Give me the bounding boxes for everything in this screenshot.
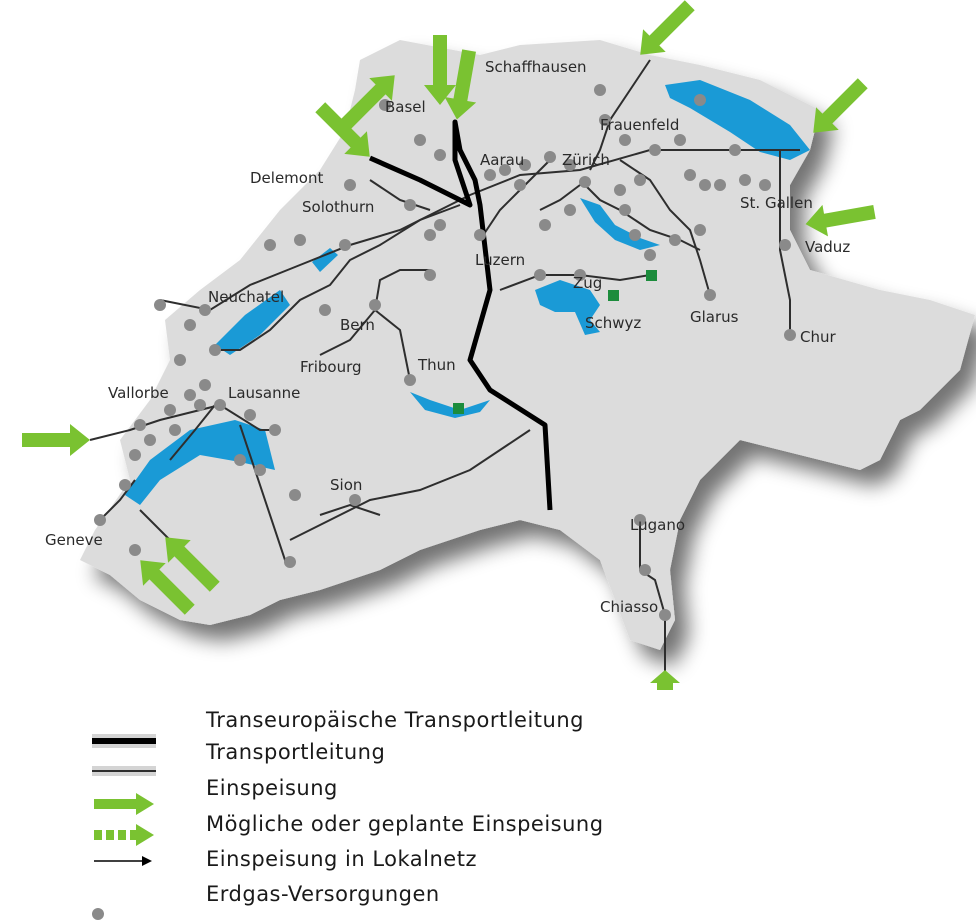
city-label: Fribourg (300, 358, 362, 376)
city-label: Neuchatel (208, 288, 284, 306)
lake-lucerne (535, 280, 600, 335)
arrow-icon (340, 75, 395, 130)
city-label: Vallorbe (108, 384, 169, 402)
city-label: Luzern (475, 251, 525, 269)
city-label: St. Gallen (740, 194, 813, 212)
city-label: Sion (330, 476, 362, 494)
city-label: Zürich (562, 151, 610, 169)
lake-zurich (580, 198, 660, 250)
storage-points (453, 270, 657, 414)
arrow-icon (140, 560, 195, 615)
legend-symbol-feed-in (94, 793, 154, 815)
arrow-icon (22, 424, 90, 456)
city-label: Schaffhausen (485, 58, 587, 76)
arrow-icon (650, 670, 680, 690)
city-label: Delemont (250, 169, 323, 187)
city-label: Lausanne (228, 384, 300, 402)
city-label: Lugano (630, 516, 685, 534)
switzerland-outline (80, 40, 975, 650)
city-label: Bern (340, 316, 375, 334)
gas-supply-points (94, 84, 796, 621)
lake-neuchatel (215, 290, 290, 355)
switzerland-gas-network-map: Schaffhausen Basel Frauenfeld Aarau Züri… (22, 0, 975, 690)
arrow-icon (444, 49, 477, 120)
legend-symbol-local-feed-in (94, 856, 152, 866)
city-label: Geneve (45, 531, 103, 549)
city-label: Glarus (690, 308, 739, 326)
city-label: Basel (385, 98, 426, 116)
legend-symbol-planned-feed-in (94, 824, 154, 846)
city-label: Solothurn (302, 198, 374, 216)
arrow-icon (424, 35, 456, 105)
transeuropean-pipeline (368, 119, 553, 511)
city-label: Zug (573, 274, 602, 292)
city-labels: Schaffhausen Basel Frauenfeld Aarau Züri… (45, 58, 850, 616)
arrow-icon (813, 78, 868, 133)
city-label: Chiasso (600, 598, 658, 616)
lake-biel (312, 248, 338, 272)
legend-label: Einspeisung (206, 776, 338, 800)
arrow-icon (640, 0, 695, 55)
legend-symbol-transeuropean (92, 734, 156, 748)
arrow-icon (315, 102, 370, 157)
city-label: Frauenfeld (600, 116, 679, 134)
city-label: Thun (417, 356, 456, 374)
lake-geneva (125, 420, 275, 505)
legend-symbol-supply (92, 908, 104, 920)
city-label: Schwyz (585, 314, 641, 332)
lake-thun (410, 392, 490, 418)
legend-label: Transeuropäische Transportleitung (206, 708, 584, 732)
arrow-icon (165, 537, 220, 592)
legend-label: Erdgas-Versorgungen (206, 882, 440, 906)
legend-label: Transportleitung (206, 740, 386, 764)
legend-label: Mögliche oder geplante Einspeisung (206, 812, 604, 836)
arrow-icon (805, 204, 876, 237)
city-label: Vaduz (805, 238, 850, 256)
city-label: Aarau (480, 151, 524, 169)
feed-in-arrows (22, 0, 876, 690)
city-label: Chur (800, 328, 836, 346)
legend: Transeuropäische Transportleitung Transp… (0, 700, 976, 922)
legend-label: Einspeisung in Lokalnetz (206, 847, 477, 871)
legend-symbol-pipeline (92, 766, 156, 776)
